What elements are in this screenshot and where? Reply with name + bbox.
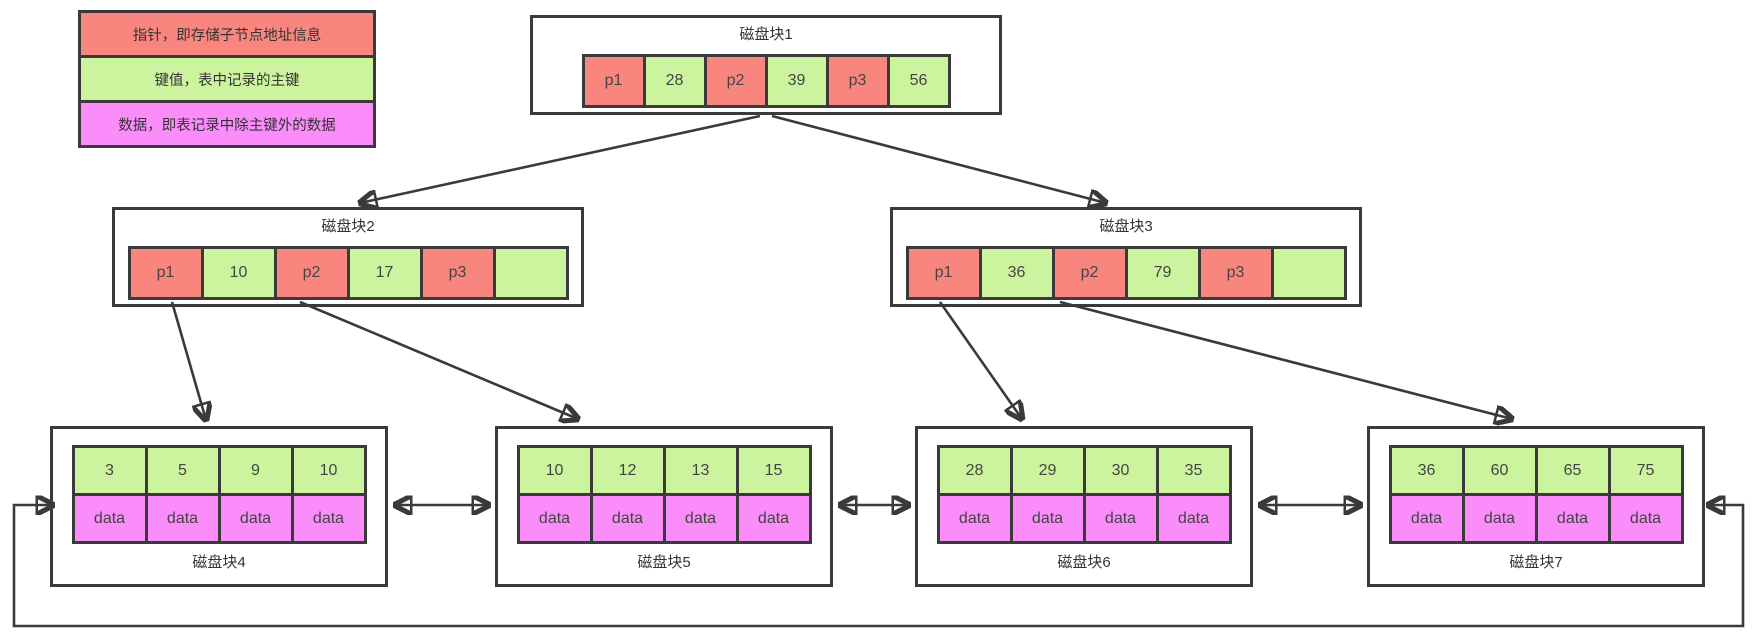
key-cell: 65	[1537, 448, 1608, 493]
data-cell: data	[1537, 496, 1608, 541]
pointer-cell: p2	[276, 249, 347, 297]
edge-block1-block2	[360, 114, 761, 203]
edge-block3p2-block7	[1059, 300, 1512, 419]
data-cell: data	[1610, 496, 1681, 541]
key-cell: 75	[1610, 448, 1681, 493]
node-title: 磁盘块1	[739, 26, 793, 43]
key-cell: 10	[293, 448, 364, 493]
legend-label: 键值，表中记录的主键	[154, 72, 300, 89]
node-title: 磁盘块3	[1099, 218, 1153, 235]
data-cell: data	[592, 496, 663, 541]
key-cell: 60	[1464, 448, 1535, 493]
key-cell: 79	[1127, 249, 1198, 297]
data-cell: data	[293, 496, 364, 541]
data-cell: data	[1085, 496, 1156, 541]
pointer-cell: p1	[130, 249, 201, 297]
key-cell: 10	[203, 249, 274, 297]
key-cell: 13	[665, 448, 736, 493]
key-cell: 12	[592, 448, 663, 493]
data-cell: data	[665, 496, 736, 541]
key-cell: 39	[767, 57, 826, 105]
data-cell: data	[220, 496, 291, 541]
data-cell: data	[1391, 496, 1462, 541]
key-cell: 28	[939, 448, 1010, 493]
node-title: 磁盘块5	[637, 554, 691, 571]
key-cell	[1273, 249, 1344, 297]
key-cell: 3	[74, 448, 145, 493]
pointer-cell: p1	[584, 57, 643, 105]
key-cell: 36	[981, 249, 1052, 297]
key-cell: 10	[519, 448, 590, 493]
data-cell: data	[939, 496, 1010, 541]
legend-label: 指针，即存储子节点地址信息	[132, 27, 322, 44]
edge-block3p1-block6	[938, 301, 1022, 419]
data-cell: data	[147, 496, 218, 541]
key-cell: 30	[1085, 448, 1156, 493]
node-title: 磁盘块6	[1057, 554, 1111, 571]
data-cell: data	[1464, 496, 1535, 541]
data-cell: data	[738, 496, 809, 541]
key-cell: 9	[220, 448, 291, 493]
data-cell: data	[1158, 496, 1229, 541]
key-cell: 35	[1158, 448, 1229, 493]
key-cell: 36	[1391, 448, 1462, 493]
data-cell: data	[74, 496, 145, 541]
node-title: 磁盘块7	[1509, 554, 1563, 571]
pointer-cell: p3	[828, 57, 887, 105]
node-title: 磁盘块2	[321, 218, 375, 235]
key-cell: 29	[1012, 448, 1083, 493]
data-cell: data	[519, 496, 590, 541]
legend-label: 数据，即表记录中除主键外的数据	[118, 117, 336, 134]
node-title: 磁盘块4	[192, 554, 246, 571]
pointer-cell: p3	[1200, 249, 1271, 297]
key-cell	[495, 249, 566, 297]
legend-item-pointer: 指针，即存储子节点地址信息	[81, 13, 373, 55]
key-cell: 15	[738, 448, 809, 493]
key-cell: 28	[645, 57, 704, 105]
legend: 指针，即存储子节点地址信息 键值，表中记录的主键 数据，即表记录中除主键外的数据	[78, 10, 376, 148]
edge-block2p1-block4	[170, 301, 206, 420]
legend-item-key: 键值，表中记录的主键	[81, 58, 373, 100]
key-cell: 56	[889, 57, 948, 105]
data-cell: data	[1012, 496, 1083, 541]
edge-block1-block3	[771, 114, 1106, 203]
pointer-cell: p3	[422, 249, 493, 297]
edge-block2p2-block5	[299, 300, 578, 419]
pointer-cell: p2	[706, 57, 765, 105]
legend-item-data: 数据，即表记录中除主键外的数据	[81, 103, 373, 145]
key-cell: 17	[349, 249, 420, 297]
pointer-cell: p2	[1054, 249, 1125, 297]
pointer-cell: p1	[908, 249, 979, 297]
key-cell: 5	[147, 448, 218, 493]
